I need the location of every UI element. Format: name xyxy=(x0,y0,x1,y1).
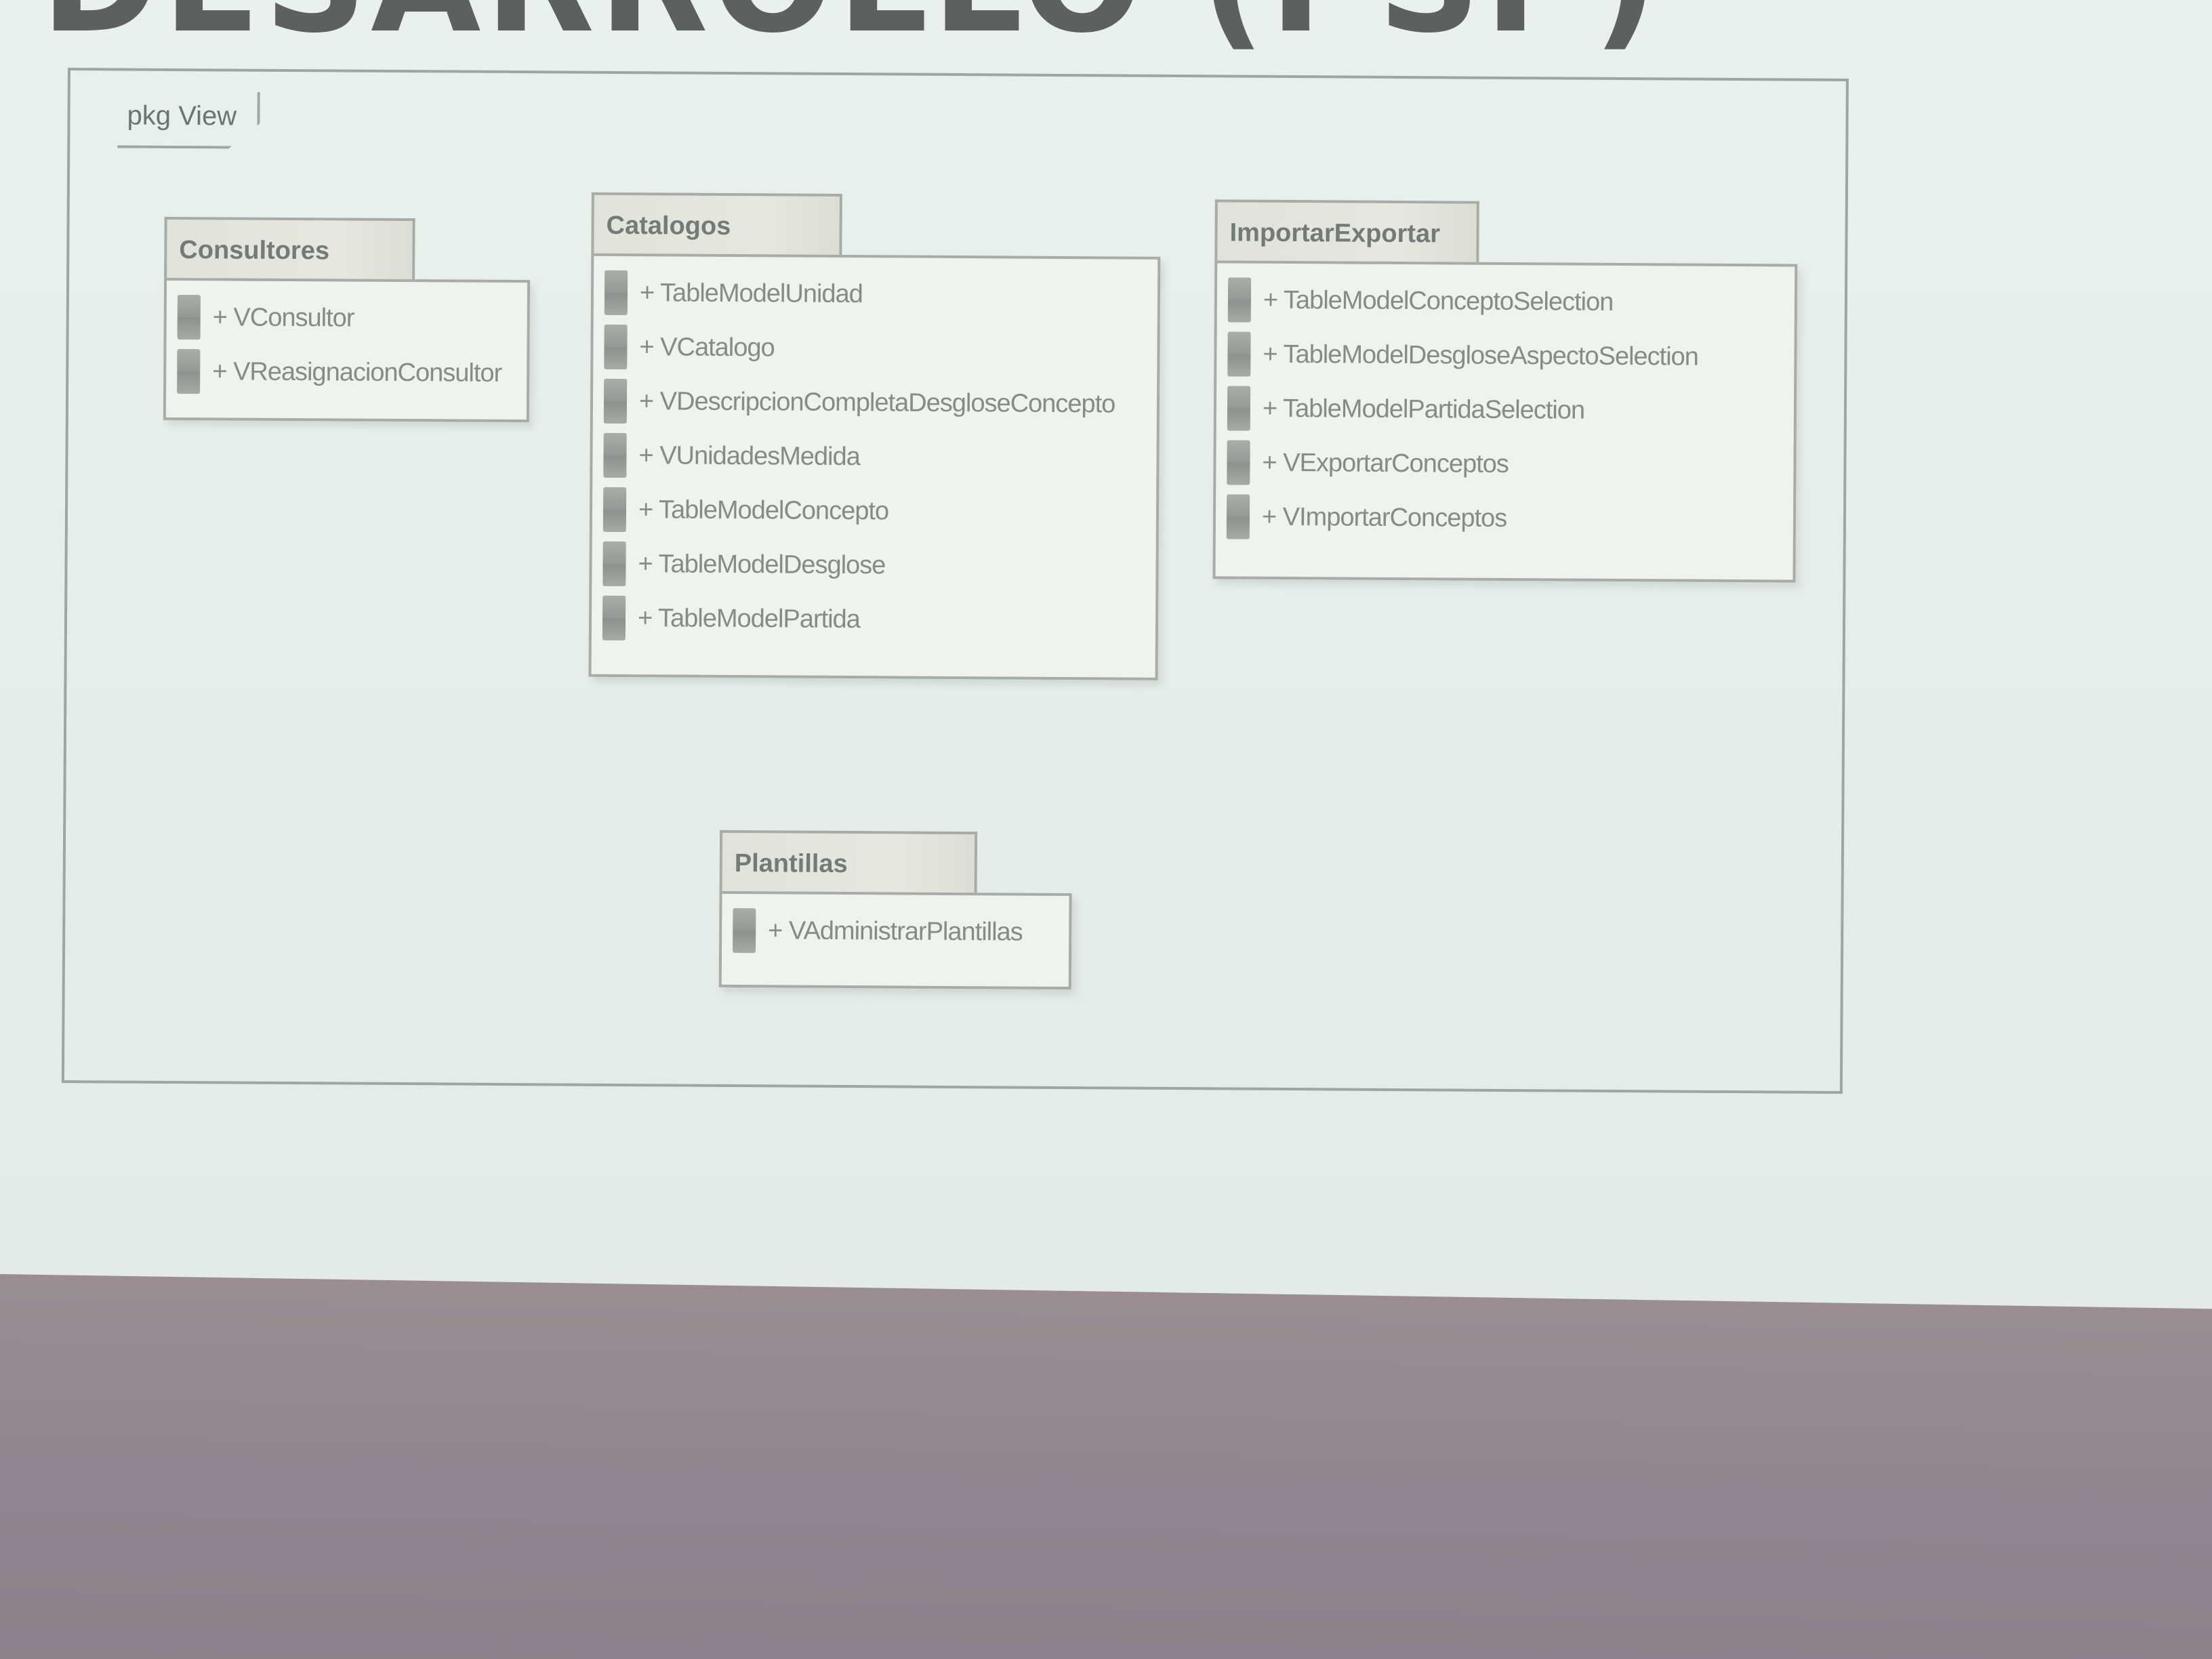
package-item-label: + TableModelUnidad xyxy=(639,278,863,308)
package-plantillas: Plantillas + VAdministrarPlantillas xyxy=(718,830,1072,995)
package-item: + VImportarConceptos xyxy=(1216,489,1793,547)
package-body: + VConsultor + VReasignacionConsultor xyxy=(163,277,531,423)
package-item-label: + VAdministrarPlantillas xyxy=(768,916,1023,947)
class-icon xyxy=(603,432,627,478)
package-item-label: + VCatalogo xyxy=(639,332,775,362)
package-item: + TableModelDesgloseAspectoSelection xyxy=(1216,327,1794,384)
package-importar-exportar: ImportarExportar + TableModelConceptoSel… xyxy=(1212,199,1798,583)
package-item-label: + TableModelConcepto xyxy=(638,495,889,525)
class-icon xyxy=(604,270,628,316)
package-item-label: + TableModelDesgloseAspectoSelection xyxy=(1263,340,1699,371)
package-item-label: + TableModelDesglose xyxy=(638,549,886,579)
class-icon xyxy=(602,487,627,533)
package-item: + VConsultor xyxy=(167,290,527,346)
class-icon xyxy=(1227,440,1250,485)
package-item-label: + VConsultor xyxy=(212,302,354,333)
slide-title: DESARROLLO (PSP) xyxy=(41,0,1662,64)
package-item-label: + VUnidadesMedida xyxy=(638,441,860,471)
package-item-label: + VReasignacionConsultor xyxy=(212,356,502,388)
package-body: + VAdministrarPlantillas xyxy=(718,890,1072,990)
package-item-label: + VExportarConceptos xyxy=(1262,448,1509,478)
class-icon xyxy=(603,378,628,424)
package-catalogos: Catalogos + TableModelUnidad + VCatalogo… xyxy=(588,192,1161,684)
package-item: + TableModelUnidad xyxy=(594,266,1158,323)
package-body: + TableModelUnidad + VCatalogo + VDescri… xyxy=(588,253,1161,680)
package-diagram-frame: pkg View Consultores + VConsultor + VRea… xyxy=(61,68,1849,1094)
package-item-label: + VDescripcionCompletaDesgloseConcepto xyxy=(638,386,1115,418)
class-icon xyxy=(1226,494,1250,539)
package-item: + VCatalogo xyxy=(593,320,1157,377)
frame-label: pkg View xyxy=(117,91,260,148)
class-icon xyxy=(604,324,628,370)
package-item: + VReasignacionConsultor xyxy=(166,344,527,401)
class-icon xyxy=(602,541,626,587)
class-icon xyxy=(1227,331,1251,377)
package-consultores: Consultores + VConsultor + VReasignacion… xyxy=(163,216,531,429)
class-icon xyxy=(177,348,201,394)
package-item-label: + TableModelConceptoSelection xyxy=(1263,285,1614,316)
package-item: + TableModelPartida xyxy=(592,591,1155,649)
package-item-label: + TableModelPartidaSelection xyxy=(1262,394,1585,425)
package-item-label: + VImportarConceptos xyxy=(1261,502,1507,533)
package-item: + TableModelConcepto xyxy=(592,483,1156,540)
package-item: + TableModelConceptoSelection xyxy=(1217,272,1795,330)
class-icon xyxy=(177,294,201,340)
package-tab: Catalogos xyxy=(591,192,842,258)
package-item: + TableModelPartidaSelection xyxy=(1216,381,1794,438)
package-item: + VDescripcionCompletaDesgloseConcepto xyxy=(593,374,1157,432)
package-tab: ImportarExportar xyxy=(1214,199,1479,265)
class-icon xyxy=(1227,277,1252,323)
package-tab: Consultores xyxy=(164,216,415,283)
package-tab: Plantillas xyxy=(719,830,978,896)
package-item: + VUnidadesMedida xyxy=(592,428,1156,486)
package-item-label: + TableModelPartida xyxy=(637,603,860,634)
package-body: + TableModelConceptoSelection + TableMod… xyxy=(1212,260,1798,583)
package-item: + VAdministrarPlantillas xyxy=(722,903,1069,960)
lower-background xyxy=(0,1274,2212,1659)
class-icon xyxy=(1227,386,1251,431)
package-item: + VExportarConceptos xyxy=(1216,435,1793,493)
class-icon xyxy=(733,908,756,954)
package-item: + TableModelDesglose xyxy=(592,537,1155,594)
class-icon xyxy=(602,595,626,641)
